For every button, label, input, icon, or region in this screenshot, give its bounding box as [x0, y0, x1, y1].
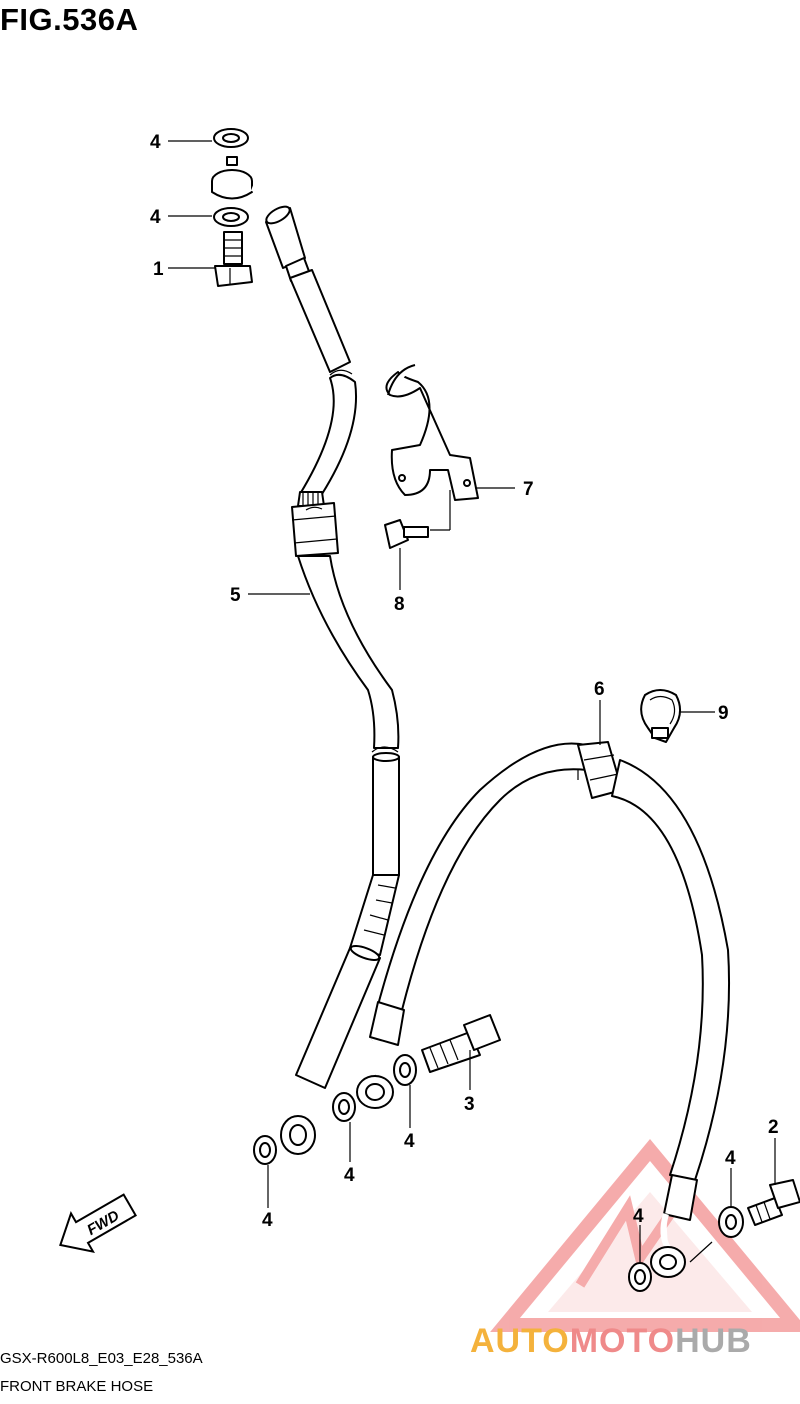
washer-top-2 [213, 207, 249, 227]
watermark-logo [490, 1139, 800, 1332]
callout-4-middle-left: 4 [344, 1165, 355, 1186]
callout-4-middle-right: 4 [404, 1131, 415, 1152]
callout-7: 7 [523, 479, 534, 500]
watermark-auto: AUTO [470, 1322, 570, 1360]
callout-4-top: 4 [150, 132, 161, 153]
callout-4-lower-left: 4 [262, 1210, 273, 1231]
upper-brake-hose [211, 156, 400, 1155]
washer-lower-right-1 [718, 1206, 744, 1238]
union-bolt-lower-right [747, 1179, 800, 1226]
svg-text:AUTOMOTOHUB: AUTOMOTOHUB [470, 1322, 752, 1360]
figure-code: GSX-R600L8_E03_E28_536A [0, 1350, 203, 1367]
lower-brake-hose [356, 741, 731, 1278]
washer-top-1 [213, 128, 249, 148]
fwd-direction-arrow: FWD [59, 1193, 138, 1253]
callout-4-bottom: 4 [633, 1206, 644, 1227]
watermark-text: AUTOMOTOHUB [470, 1322, 752, 1360]
callout-5: 5 [230, 585, 241, 606]
bracket-bolt [384, 519, 429, 549]
callout-3: 3 [464, 1094, 475, 1115]
figure-subtitle: FRONT BRAKE HOSE [0, 1378, 154, 1395]
callout-9: 9 [718, 703, 729, 724]
leader-lines [168, 140, 776, 1263]
washer-lower-left [253, 1135, 277, 1165]
hose-clamp [640, 689, 681, 743]
union-bolt-middle [421, 1014, 501, 1073]
callout-1: 1 [153, 259, 164, 280]
figure-title: FIG.536A [0, 2, 139, 37]
washer-middle-2 [332, 1092, 356, 1122]
washer-middle-1 [393, 1054, 417, 1086]
callout-8: 8 [394, 594, 405, 615]
callout-4-second: 4 [150, 207, 161, 228]
union-bolt-top [214, 231, 253, 287]
hose-bracket [385, 364, 479, 501]
callout-2: 2 [768, 1117, 779, 1138]
watermark-hub: HUB [675, 1322, 752, 1360]
washer-lower-right-2 [628, 1262, 652, 1292]
callout-4-lower-right: 4 [725, 1148, 736, 1169]
watermark-moto: MOTO [570, 1322, 675, 1360]
callout-6: 6 [594, 679, 605, 700]
